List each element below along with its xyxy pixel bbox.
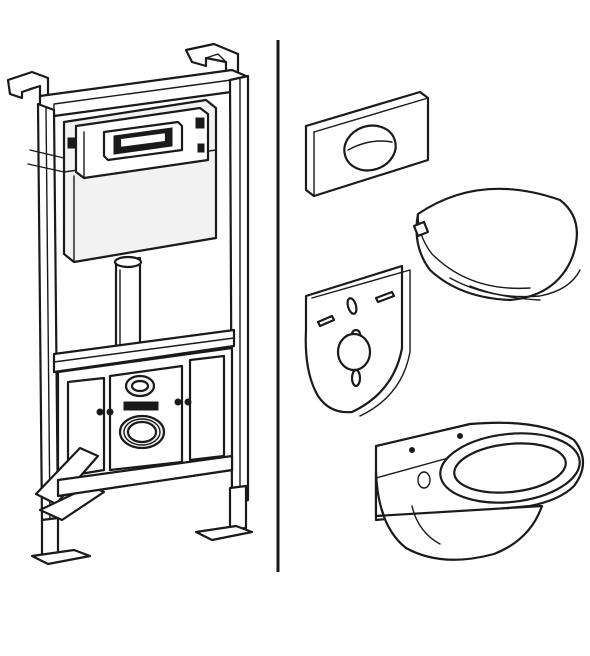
pad-pipe-hole xyxy=(336,332,372,372)
top-left-wall-bracket xyxy=(6,70,50,101)
seat-fixing-hole xyxy=(457,433,463,439)
right-leg xyxy=(194,484,254,542)
bowl-rim xyxy=(439,432,581,504)
flush-pipe xyxy=(113,255,143,356)
toilet-seat-lid xyxy=(412,187,581,302)
wall-hung-toilet-bowl xyxy=(374,421,585,561)
dual-flush-button xyxy=(343,124,397,172)
cistern xyxy=(27,98,218,264)
lower-rail xyxy=(56,454,234,498)
flush-plate xyxy=(304,90,430,198)
middle-rail xyxy=(52,328,236,374)
drain-pipe-connector xyxy=(118,414,166,450)
installation-frame xyxy=(6,42,254,566)
inlet-pipe-connector xyxy=(124,374,156,398)
left-leg xyxy=(30,516,92,566)
seat-fixing-hole xyxy=(409,447,415,453)
mounting-plate xyxy=(56,346,234,498)
soundproof-pad xyxy=(304,264,411,417)
diagonal-brace xyxy=(34,446,100,506)
